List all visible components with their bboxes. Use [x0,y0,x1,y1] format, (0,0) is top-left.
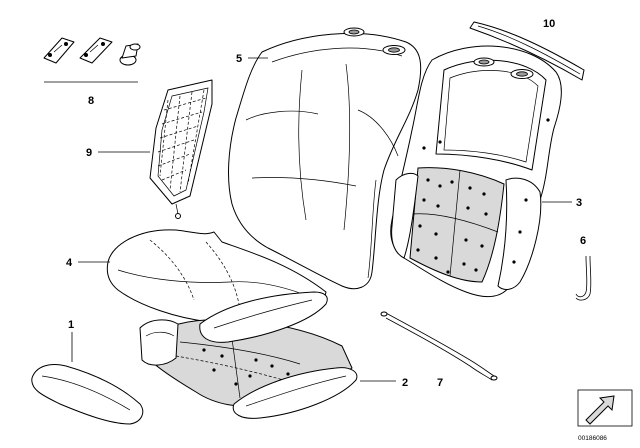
callout-3: 3 [576,197,582,209]
push-rivet [119,43,141,66]
thigh-support-pad [31,364,144,425]
callout-2: 2 [402,377,408,389]
fastener-clip-right [79,37,113,64]
callout-10: 10 [543,18,555,30]
hook-clip [575,255,592,301]
arrow-icon [585,395,615,425]
seat-support-left [139,319,179,366]
side-panel-mesh [149,79,213,219]
callout-6: 6 [580,235,586,247]
front-bolster-upper [199,291,328,343]
callout-7: 7 [437,377,443,389]
callout-4: 4 [66,257,73,269]
callout-5: 5 [236,53,242,65]
callout-9: 9 [86,147,92,159]
front-bolster-lower [232,367,358,419]
fastener-clip-left [43,37,75,64]
document-id: 00186086 [578,435,607,442]
orientation-arrow-box [577,389,633,427]
foam-dots [416,118,550,274]
callout-8: 8 [88,95,94,107]
backrest-pad [390,45,562,297]
cable-wire [380,311,498,381]
top-trim-strip [469,21,585,81]
backrest-cover [228,27,422,290]
callout-1: 1 [68,319,74,331]
